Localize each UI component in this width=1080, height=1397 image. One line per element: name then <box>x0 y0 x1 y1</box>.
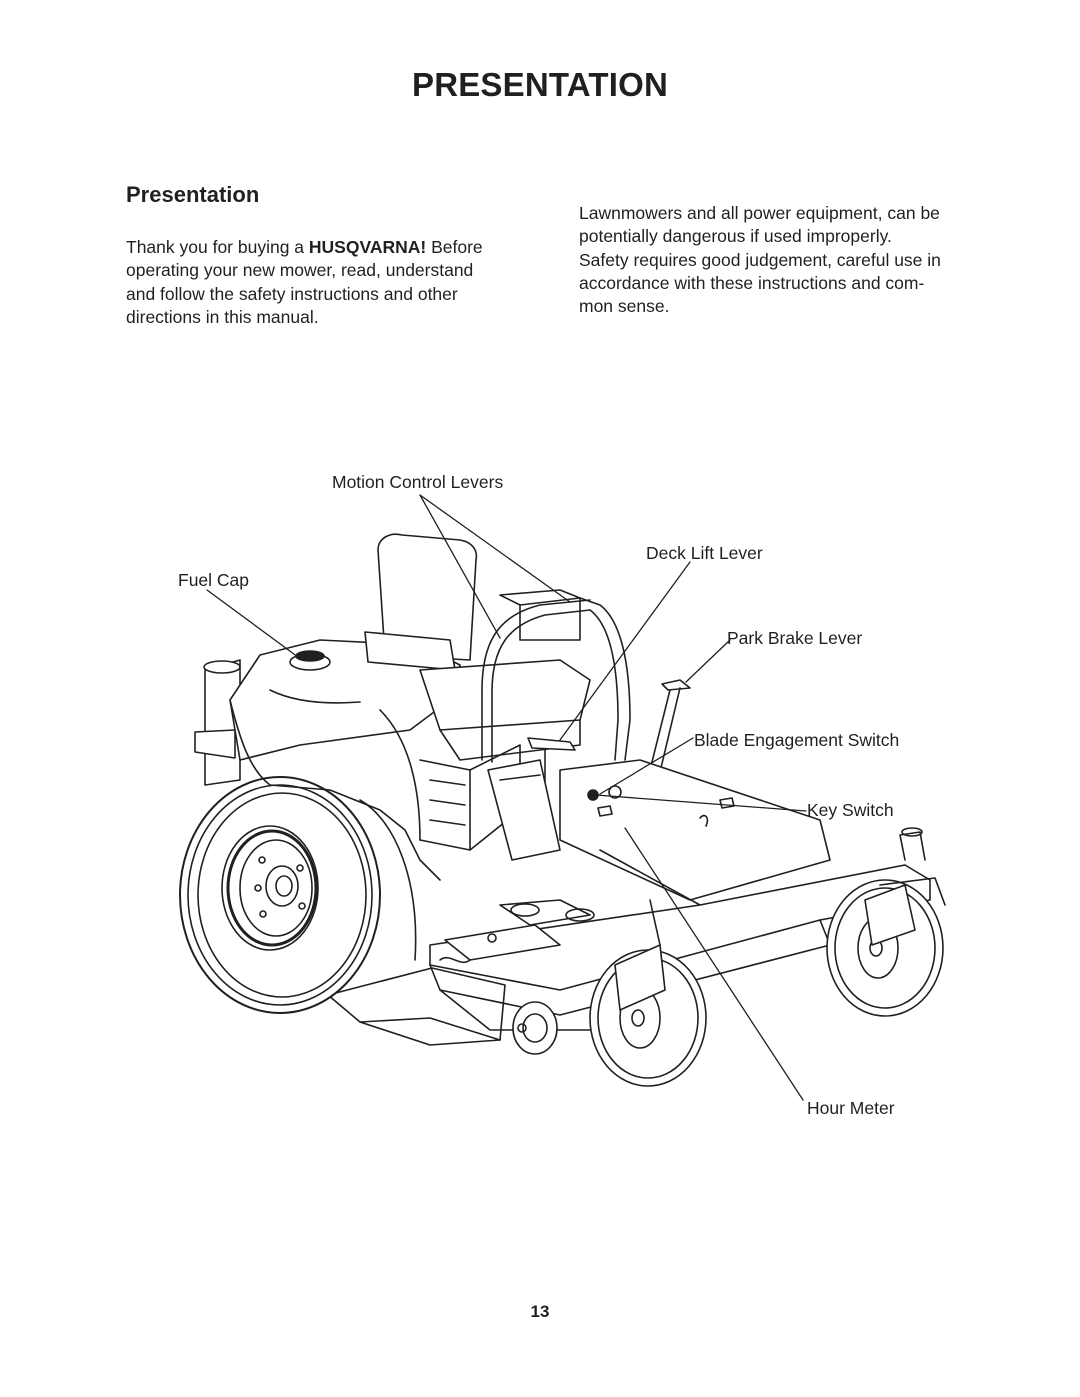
deck-lift-lever <box>487 737 576 861</box>
callout-leader-lines <box>206 494 807 1101</box>
intro-line-3: and follow the safety instructions and o… <box>126 283 458 304</box>
intro-line-2: operating your new mower, read, understa… <box>126 260 474 281</box>
callout-park-brake-lever: Park Brake Lever <box>727 628 863 648</box>
intro-text-before-brand: Thank you for buying a <box>126 237 309 257</box>
callout-blade-engagement-switch: Blade Engagement Switch <box>694 730 900 750</box>
page-number: 13 <box>530 1302 550 1321</box>
anti-scalp-roller <box>512 1001 558 1055</box>
intro-text-after-brand: Before <box>426 237 483 257</box>
safety-line-5: mon sense. <box>579 296 670 317</box>
mower-deck <box>429 864 931 1031</box>
safety-line-3: Safety requires good judgement, careful … <box>579 249 941 270</box>
safety-line-2: potentially dangerous if used improperly… <box>579 226 892 247</box>
callout-motion-control-levers: Motion Control Levers <box>332 472 504 492</box>
park-brake-lever <box>649 679 691 773</box>
callout-key-switch: Key Switch <box>807 800 894 820</box>
callout-fuel-cap: Fuel Cap <box>178 570 250 590</box>
deck-chute <box>327 967 506 1046</box>
section-title: Presentation <box>126 182 260 207</box>
safety-line-1: Lawnmowers and all power equipment, can … <box>579 203 940 223</box>
seat <box>364 533 591 761</box>
front-caster-right <box>826 827 946 1017</box>
motion-control-levers <box>481 589 631 763</box>
intro-line-4: directions in this manual. <box>126 306 319 327</box>
callout-hour-meter: Hour Meter <box>807 1098 895 1118</box>
callout-deck-lift-lever: Deck Lift Lever <box>646 543 763 563</box>
intro-line-1: Thank you for buying a HUSQVARNA! Before <box>126 236 546 259</box>
mower-body <box>194 639 521 881</box>
intro-paragraph: Thank you for buying a HUSQVARNA! Before… <box>126 236 546 329</box>
front-caster-left <box>589 899 707 1087</box>
rear-wheel <box>179 776 417 1014</box>
safety-line-4: accordance with these instructions and c… <box>579 272 925 293</box>
control-panel <box>559 759 831 906</box>
safety-paragraph: Lawnmowers and all power equipment, can … <box>579 202 1009 318</box>
page-heading: PRESENTATION <box>411 66 669 103</box>
brand-name: HUSQVARNA! <box>308 237 427 257</box>
